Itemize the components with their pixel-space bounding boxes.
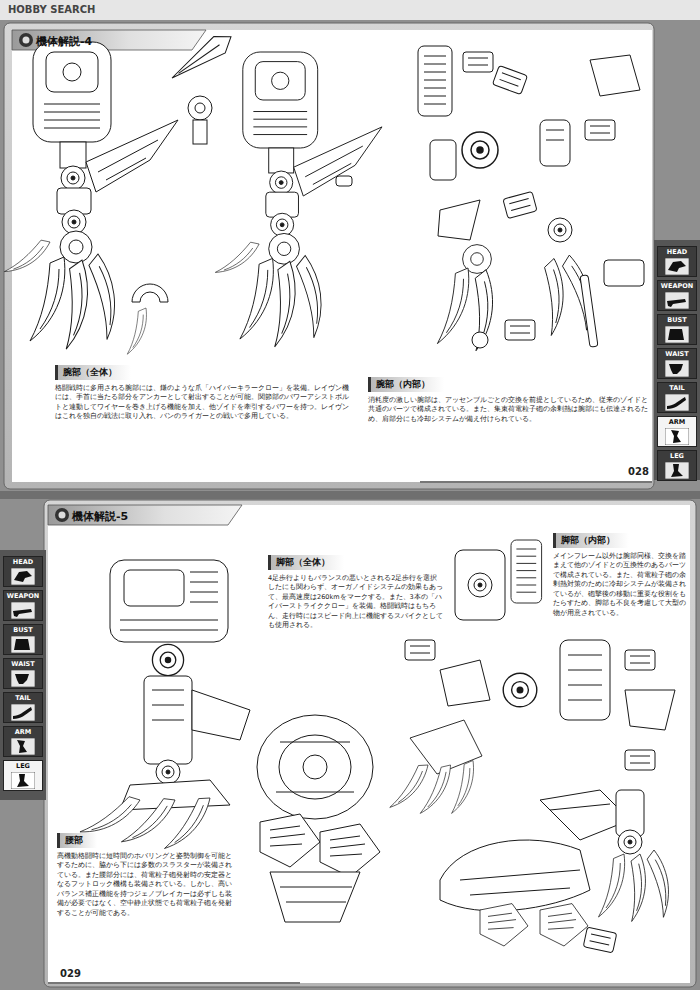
tab-icon (665, 394, 689, 411)
tab-label: WAIST (4, 659, 42, 669)
icon-silhouette (14, 639, 30, 650)
section-tab: WEAPON (657, 280, 697, 311)
icon-ground (11, 772, 35, 789)
icon-ground (665, 428, 689, 445)
icon-silhouette (14, 571, 32, 582)
section-tab: TAIL (3, 692, 43, 723)
section-heading: 腰部 (57, 833, 97, 848)
page-number: 028 (628, 466, 649, 477)
section-tab: ARM (657, 416, 697, 447)
section-tab: WAIST (657, 348, 697, 379)
page-heading: 機体解説-4 (20, 33, 96, 50)
section-tab: BUST (3, 624, 43, 655)
tab-icon (665, 462, 689, 479)
icon-silhouette (668, 329, 684, 340)
icon-silhouette (17, 740, 27, 753)
icon-ground (665, 462, 689, 479)
icon-silhouette (667, 299, 686, 307)
icon-silhouette (671, 464, 683, 477)
body-text: 高機動格闘時に短時間のホバリングと姿勢制御を可能とするために、脇から下には多数の… (57, 852, 237, 918)
section-tab: LEG (657, 450, 697, 481)
text-box: 脚部（全体） 4足歩行よりもバランスの悪いとされる2足歩行を選択したにも関わらず、… (268, 550, 443, 631)
section-tab: WEAPON (3, 590, 43, 621)
tab-icon (11, 602, 35, 619)
tab-icon (11, 568, 35, 585)
tab-icon (665, 258, 689, 275)
page-number: 029 (60, 968, 81, 979)
text-box: 腰部高機動格闘時に短時間のホバリングと姿勢制御を可能とするために、脇から下には多… (57, 828, 237, 918)
section-tab: HEAD (657, 246, 697, 277)
icon-ground (11, 568, 35, 585)
section-heading: 脚部（全体） (268, 555, 344, 570)
section-tab: ARM (3, 726, 43, 757)
section-tab: TAIL (657, 382, 697, 413)
icon-ground (11, 704, 35, 721)
tab-label: WAIST (658, 349, 696, 359)
section-tab: WAIST (3, 658, 43, 689)
body-text: 消耗度の激しい腕部は、アッセンブルごとの交換を前提としているため、従来のゾイドと… (368, 396, 648, 424)
section-tab: LEG (3, 760, 43, 791)
section-heading: 脚部（内部） (553, 533, 629, 548)
tab-icon (665, 292, 689, 309)
icon-silhouette (671, 430, 681, 443)
section-heading: 腕部（内部） (368, 377, 444, 392)
icon-ground (665, 292, 689, 309)
body-text: 4足歩行よりもバランスの悪いとされる2足歩行を選択したにも関わらず、オーガノイド… (268, 574, 443, 631)
tab-label: WEAPON (658, 281, 696, 291)
tab-label: LEG (658, 451, 696, 461)
tab-icon (11, 670, 35, 687)
icon-silhouette (668, 261, 686, 272)
tab-label: BUST (658, 315, 696, 325)
tab-icon (665, 428, 689, 445)
page-panel: 機体解説-4 腕部（全体） 格闘戦時に多用される腕部には、鎌のような爪「ハイパーキラ… (12, 30, 652, 482)
body-text: メインフレーム以外は腕部同様、交換を踏まえて他のゾイドとの互換性のあるパーツで構… (553, 552, 687, 618)
icon-ground (665, 394, 689, 411)
tab-label: TAIL (658, 383, 696, 393)
text-box: 腕部（全体） 格闘戦時に多用される腕部には、鎌のような爪「ハイパーキラークロー」を… (55, 360, 355, 422)
body-text: 格闘戦時に多用される腕部には、鎌のような爪「ハイパーキラークロー」を装備。レイヴ… (55, 384, 355, 422)
icon-silhouette (667, 397, 686, 409)
text-box: 脚部（内部） メインフレーム以外は腕部同様、交換を踏まえて他のゾイドとの互換性のあ… (553, 528, 687, 618)
icon-silhouette (669, 364, 683, 374)
text-box: 腕部（内部） 消耗度の激しい腕部は、アッセンブルごとの交換を前提としているため、従… (368, 372, 648, 424)
tab-icon (11, 738, 35, 755)
icon-silhouette (13, 707, 32, 719)
section-tab: HEAD (3, 556, 43, 587)
icon-ground (665, 326, 689, 343)
page-panel: 機体解説-5 脚部（全体） 4足歩行よりもバランスの悪いとされる2足歩行を選択したに… (48, 505, 690, 983)
icon-silhouette (13, 609, 32, 617)
tab-label: ARM (4, 727, 42, 737)
tab-icon (665, 360, 689, 377)
tab-label: LEG (4, 761, 42, 771)
page-heading: 機体解説-5 (56, 508, 132, 525)
tab-label: HEAD (658, 247, 696, 257)
icon-ground (11, 636, 35, 653)
icon-silhouette (15, 674, 29, 684)
icon-ground (665, 360, 689, 377)
watermark: HOBBY SEARCH (8, 4, 95, 15)
section-tab: BUST (657, 314, 697, 345)
tab-label: BUST (4, 625, 42, 635)
tab-label: TAIL (4, 693, 42, 703)
tab-label: WEAPON (4, 591, 42, 601)
tab-label: ARM (658, 417, 696, 427)
tab-icon (11, 704, 35, 721)
icon-ground (11, 670, 35, 687)
icon-ground (11, 602, 35, 619)
icon-ground (11, 738, 35, 755)
tab-icon (11, 636, 35, 653)
icon-silhouette (17, 774, 29, 787)
tab-icon (665, 326, 689, 343)
tab-icon (11, 772, 35, 789)
section-heading: 腕部（全体） (55, 365, 131, 380)
icon-ground (665, 258, 689, 275)
tab-label: HEAD (4, 557, 42, 567)
